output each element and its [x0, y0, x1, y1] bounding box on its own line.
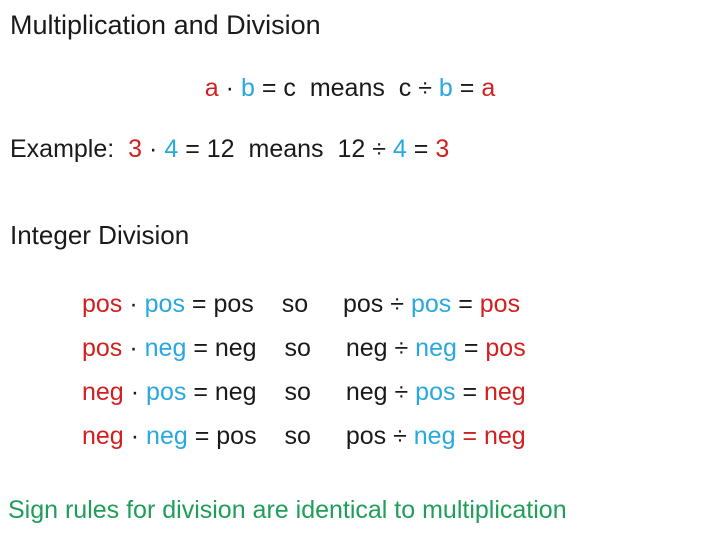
formula-operand-b2: b — [438, 74, 453, 102]
rule-1-connector: so — [281, 290, 309, 318]
formula-operand-c: c — [283, 74, 296, 102]
formula-operand-a: a — [204, 74, 219, 102]
rule-1-mul-right: pos — [144, 290, 185, 318]
rule-3-mul-symbol: · — [130, 378, 140, 406]
rule-3-mul-equals: = — [193, 378, 208, 406]
example-factor-1: 3 — [128, 135, 143, 163]
rule-multiplication-3: neg·pos = neg — [82, 370, 257, 414]
rule-1-div-result: pos — [479, 290, 521, 318]
formula-equals-2: = — [459, 74, 475, 102]
rule-3-div-equals: = — [462, 378, 478, 406]
rule-2-div-equals: = — [463, 334, 479, 362]
rule-4-div-right: neg — [413, 422, 456, 450]
example-divide-symbol: ÷ — [372, 135, 386, 163]
example-product: 12 — [206, 135, 235, 163]
rule-division-3: neg ÷ pos = neg — [346, 370, 526, 414]
rule-1-div-symbol: ÷ — [390, 290, 404, 318]
rule-1-mul-equals: = — [191, 290, 207, 318]
example-multiply-symbol: · — [149, 135, 158, 163]
rule-3-div-right: pos — [415, 378, 456, 406]
formula-means-1: means — [309, 74, 385, 102]
rule-3-div-symbol: ÷ — [394, 378, 409, 406]
rule-4-mul-symbol: · — [130, 422, 140, 450]
definition-formula: a·b = c means c ÷ b = a — [0, 72, 700, 104]
rule-2-mul-left: pos — [82, 334, 123, 362]
table-row: pos·neg = neg so neg ÷ neg = pos — [82, 326, 526, 370]
rule-division-2: neg ÷ neg = pos — [346, 326, 526, 370]
rule-4-div-left: pos — [345, 422, 387, 450]
rule-2-mul-equals: = — [193, 334, 208, 362]
rule-4-div-equals: = — [462, 422, 478, 450]
example-line: Example: 3·4 = 12 means 12 ÷ 4 = 3 — [10, 133, 449, 165]
rule-4-mul-right: neg — [146, 422, 188, 450]
rule-1-div-left: pos — [343, 290, 384, 318]
formula-operand-a2: a — [481, 74, 496, 102]
rule-1-mul-result: pos — [213, 290, 254, 318]
table-row: neg·neg = pos so pos ÷ neg = neg — [82, 414, 526, 458]
rule-2-mul-symbol: · — [129, 334, 138, 362]
rule-2-mul-result: neg — [214, 334, 257, 362]
rule-4-connector: so — [284, 422, 311, 450]
rule-4-mul-equals: = — [194, 422, 210, 450]
formula-divide-symbol: ÷ — [418, 74, 432, 102]
rule-multiplication-2: pos·neg = neg — [82, 326, 257, 370]
example-quotient: 3 — [435, 135, 450, 163]
rule-division-1: pos ÷ pos = pos — [343, 282, 520, 326]
closing-statement: Sign rules for division are identical to… — [8, 496, 567, 524]
rule-division-4: pos ÷ neg = neg — [346, 414, 526, 458]
rule-2-div-right: neg — [415, 334, 457, 362]
rule-2-connector: so — [284, 334, 311, 362]
rule-2-div-symbol: ÷ — [394, 334, 409, 362]
example-divisor: 4 — [392, 135, 407, 163]
formula-operand-c2: c — [398, 74, 412, 102]
rule-1-div-right: pos — [410, 290, 452, 318]
rule-3-div-left: neg — [345, 378, 388, 406]
rule-1-mul-left: pos — [82, 290, 123, 318]
rule-multiplication-4: neg·neg = pos — [82, 414, 257, 458]
formula-multiply-symbol: · — [225, 74, 234, 102]
rule-multiplication-1: pos·pos = pos — [82, 282, 254, 326]
rule-4-div-result: neg — [484, 422, 526, 450]
rule-4-div-symbol: ÷ — [393, 422, 407, 450]
rule-3-mul-right: pos — [146, 378, 187, 406]
table-row: neg·pos = neg so neg ÷ pos = neg — [82, 370, 526, 414]
example-equals-1: = — [185, 135, 200, 163]
rule-3-mul-result: neg — [214, 378, 257, 406]
example-equals-2: = — [413, 135, 429, 163]
rule-2-div-left: neg — [345, 334, 388, 362]
rule-4-mul-left: neg — [82, 422, 124, 450]
rule-4-mul-result: pos — [216, 422, 257, 450]
formula-equals-1: = — [261, 74, 277, 102]
rule-3-connector: so — [284, 378, 311, 406]
rule-2-mul-right: neg — [144, 334, 187, 362]
example-factor-2: 4 — [164, 135, 179, 163]
rule-3-mul-left: neg — [82, 378, 124, 406]
section-heading: Integer Division — [10, 220, 190, 250]
page-title: Multiplication and Division — [10, 10, 321, 40]
example-label: Example: — [10, 135, 115, 163]
sign-rules-table: pos·pos = pos so pos ÷ pos = pos pos·neg… — [82, 282, 526, 458]
example-dividend: 12 — [337, 135, 366, 163]
formula-operand-b: b — [240, 74, 255, 102]
rule-3-div-result: neg — [484, 378, 526, 406]
example-means: means — [248, 135, 324, 163]
rule-1-div-equals: = — [458, 290, 473, 318]
rule-2-div-result: pos — [485, 334, 526, 362]
table-row: pos·pos = pos so pos ÷ pos = pos — [82, 282, 526, 326]
rule-1-mul-symbol: · — [129, 290, 138, 318]
